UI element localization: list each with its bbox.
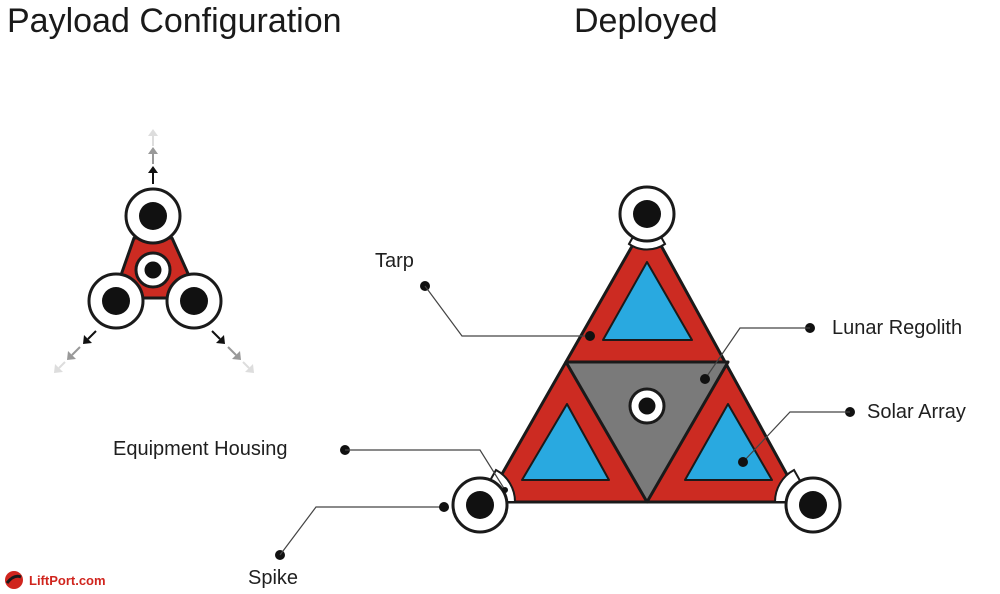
liftport-brand-text: LiftPort.com [29, 572, 106, 588]
solar-array-label: Solar Array [867, 401, 966, 423]
deployed-center-hub [628, 387, 666, 425]
lunar-regolith-label: Lunar Regolith [832, 317, 963, 339]
liftport-brand[interactable]: LiftPort.com [4, 570, 106, 590]
stowed-spike-top [124, 187, 182, 245]
spike-top [618, 185, 676, 243]
tarp-label: Tarp [375, 250, 414, 272]
deployed-title: Deployed [574, 2, 718, 40]
arrow-up-icon [148, 129, 158, 184]
callout-lunar-regolith [700, 323, 815, 384]
stowed-center-hub [134, 251, 172, 289]
callout-equipment-housing [340, 445, 508, 493]
solar-panel-top [602, 261, 693, 341]
stowed-spike-right [165, 272, 223, 330]
callout-solar-array [738, 407, 855, 467]
payload-configuration-diagram [54, 129, 254, 373]
equipment-housing-label: Equipment Housing [113, 438, 288, 460]
stowed-spike-left [87, 272, 145, 330]
spike-right [784, 476, 842, 534]
callout-spike [275, 502, 449, 560]
spike-left [451, 476, 509, 534]
spike-label: Spike [248, 567, 299, 589]
arrow-down-right-icon [211, 330, 254, 373]
lunar-regolith-triangle [564, 360, 730, 504]
deployed-diagram [451, 185, 842, 534]
arrow-down-left-icon [54, 330, 97, 373]
solar-panel-left [521, 403, 610, 481]
callout-tarp [420, 281, 595, 341]
liftport-logo-icon [5, 571, 23, 589]
solar-panel-right [684, 403, 773, 481]
payload-configuration-title: Payload Configuration [7, 2, 342, 40]
